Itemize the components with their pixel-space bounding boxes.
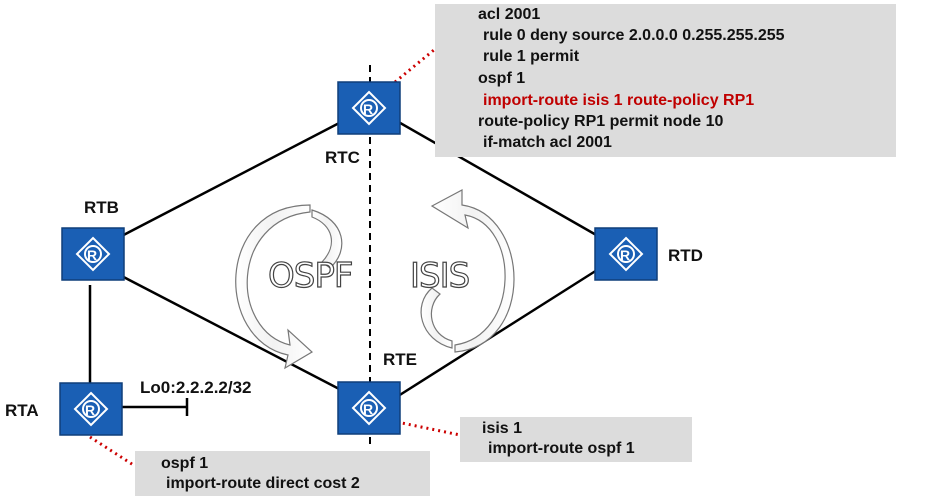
router-icon bbox=[351, 90, 387, 126]
ospf-label: OSPF bbox=[268, 256, 352, 296]
link-rtb-rte bbox=[109, 268, 346, 394]
link-rtb-rtc bbox=[109, 118, 346, 244]
router-rtc[interactable]: R bbox=[337, 81, 401, 135]
router-rte-label: RTE bbox=[383, 350, 417, 369]
links bbox=[88, 118, 606, 416]
rte-config-line-2: import-route ospf 1 bbox=[488, 440, 635, 457]
link-rtc-rtd bbox=[394, 118, 606, 242]
router-rte[interactable]: R bbox=[337, 381, 401, 435]
callout-rtc bbox=[394, 43, 441, 84]
isis-cycle-arrow bbox=[420, 189, 515, 353]
router-rta[interactable]: R bbox=[59, 382, 123, 436]
router-rta-label: RTA bbox=[5, 401, 39, 420]
router-rtd-label: RTD bbox=[668, 246, 703, 265]
isis-label: ISIS bbox=[410, 256, 469, 296]
router-rtb[interactable]: R bbox=[61, 227, 125, 281]
rtc-config-line-5-highlighted: import-route isis 1 route-policy RP1 bbox=[483, 92, 755, 109]
router-rta-glyph: R bbox=[85, 402, 95, 418]
router-rtb-glyph: R bbox=[87, 247, 97, 263]
router-icon bbox=[608, 236, 644, 272]
link-rtd-rte bbox=[394, 263, 606, 400]
router-rtb-label: RTB bbox=[84, 198, 119, 217]
callout-lines bbox=[89, 43, 461, 468]
router-rtd-glyph: R bbox=[620, 247, 630, 263]
rta-config-line-2: import-route direct cost 2 bbox=[166, 475, 360, 492]
rtc-config-line-7: if-match acl 2001 bbox=[483, 134, 612, 151]
router-icon bbox=[75, 236, 111, 272]
callout-rte bbox=[396, 420, 461, 437]
rte-config-box: isis 1 import-route ospf 1 bbox=[460, 417, 692, 462]
router-rtc-label: RTC bbox=[325, 148, 360, 167]
ospf-cycle-arrow bbox=[235, 204, 343, 370]
rte-config-line-1: isis 1 bbox=[482, 420, 523, 437]
router-icon bbox=[351, 390, 387, 426]
rtc-config-box: acl 2001 rule 0 deny source 2.0.0.0 0.25… bbox=[435, 4, 896, 157]
loopback-label: Lo0:2.2.2.2/32 bbox=[140, 378, 252, 397]
rtc-config-line-3: rule 1 permit bbox=[483, 48, 580, 65]
router-icon bbox=[73, 391, 109, 427]
rtc-config-line-4: ospf 1 bbox=[478, 70, 526, 87]
rtc-config-line-2: rule 0 deny source 2.0.0.0 0.255.255.255 bbox=[483, 27, 785, 44]
router-rte-glyph: R bbox=[363, 401, 373, 417]
rta-config-box: ospf 1 import-route direct cost 2 bbox=[135, 451, 430, 496]
callout-rta bbox=[89, 435, 136, 468]
rtc-config-line-6: route-policy RP1 permit node 10 bbox=[478, 113, 724, 130]
router-rtc-glyph: R bbox=[363, 101, 373, 117]
rtc-config-line-1: acl 2001 bbox=[478, 6, 541, 23]
rta-config-line-1: ospf 1 bbox=[161, 455, 209, 472]
router-rtd[interactable]: R bbox=[594, 227, 658, 281]
